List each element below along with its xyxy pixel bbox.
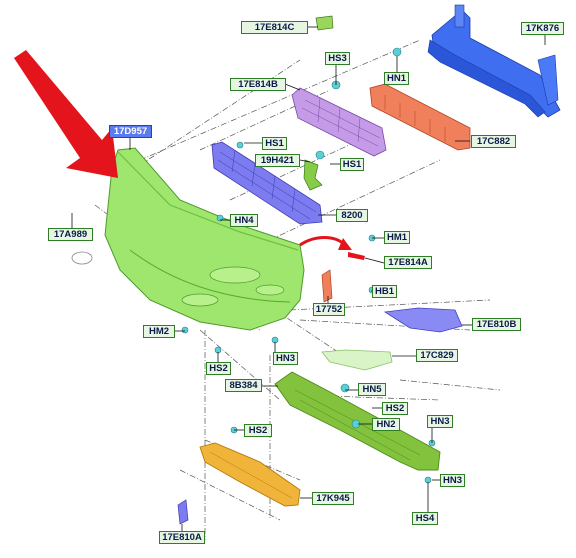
callout-hn3-mid: HN3 (273, 352, 298, 365)
leader-lines (71, 26, 546, 531)
callout-17d957: 17D957 (109, 125, 152, 138)
callout-17c882: 17C882 (471, 135, 516, 148)
bracket-19h421-part (303, 159, 323, 191)
callout-8200: 8200 (336, 209, 368, 222)
callout-17e814b: 17E814B (230, 78, 286, 91)
callout-hs1-upper: HS1 (262, 137, 287, 150)
callout-hn3-lower: HN3 (440, 474, 465, 487)
callout-17e814a: 17E814A (384, 256, 432, 269)
bracket-17e810a-part (177, 499, 189, 525)
callout-hs4: HS4 (412, 512, 438, 525)
alignment-lines (94, 39, 501, 540)
callout-hs2-right: HS2 (382, 402, 408, 415)
fasteners (181, 47, 436, 484)
callout-hs1-lower: HS1 (340, 158, 364, 171)
callout-8b384: 8B384 (225, 379, 262, 392)
callout-17e810a: 17E810A (159, 531, 205, 544)
callout-hn3-upper: HN3 (427, 415, 453, 428)
callout-hn4: HN4 (230, 214, 258, 227)
callout-hn2: HN2 (372, 418, 400, 431)
callout-17e810b: 17E810B (472, 318, 521, 331)
callout-17k876: 17K876 (521, 22, 564, 35)
absorber-part (369, 83, 471, 151)
callout-19h421: 19H421 (255, 154, 300, 167)
callout-hn5: HN5 (358, 383, 386, 396)
callout-hs2-left: HS2 (206, 362, 231, 375)
bezel-17c829-part (321, 349, 393, 371)
upper-grille-part (291, 87, 387, 157)
clip-17e814a-part (348, 252, 365, 260)
callout-17752: 17752 (313, 303, 345, 316)
callout-hn1: HN1 (384, 72, 409, 85)
pointer-arrow (14, 50, 118, 178)
callout-hs2-lower: HS2 (244, 424, 272, 437)
callout-17e814c: 17E814C (241, 21, 308, 34)
bracket-17752-part (321, 269, 333, 303)
callout-hm1: HM1 (384, 231, 410, 244)
callout-17c829: 17C829 (416, 349, 458, 362)
reinforcement-beam-part (427, 4, 561, 118)
callout-hb1: HB1 (372, 285, 397, 298)
direction-arrow (299, 236, 352, 250)
bumper-cover-part (104, 147, 305, 331)
clip-17e814c-part (315, 15, 334, 31)
callout-hm2: HM2 (143, 325, 175, 338)
callout-17k945: 17K945 (312, 492, 354, 505)
deflector-17k945-part (199, 442, 301, 507)
callout-hs3: HS3 (325, 52, 350, 65)
tow-eye-cover-part (71, 251, 93, 265)
liner-17e810b-part (383, 307, 463, 333)
callout-17a989: 17A989 (48, 228, 93, 241)
lower-grille-part (211, 141, 323, 225)
